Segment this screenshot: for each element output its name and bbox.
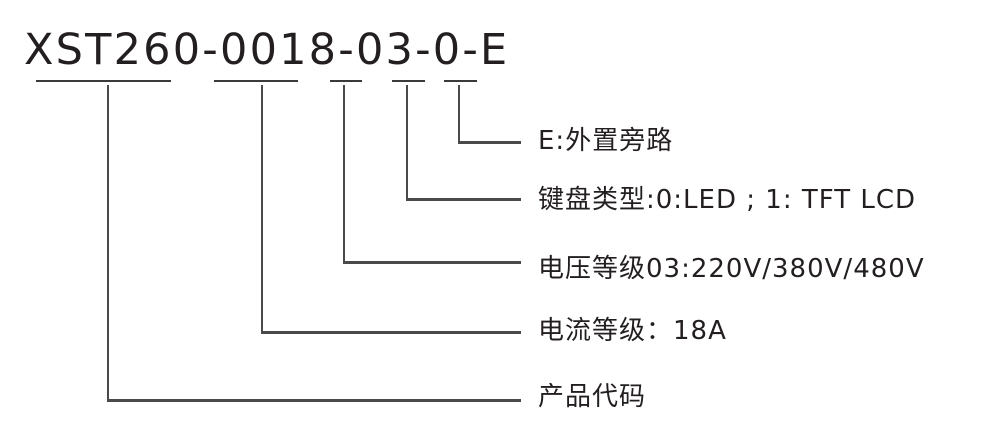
leader-horizontal-product-code bbox=[107, 399, 521, 402]
leader-vertical-bypass bbox=[458, 85, 460, 144]
underline-keyboard-type bbox=[392, 80, 425, 82]
leader-horizontal-voltage-rating bbox=[343, 261, 521, 264]
underline-bypass bbox=[444, 80, 477, 82]
label-bypass: E:外置旁路 bbox=[538, 126, 674, 156]
leader-horizontal-keyboard-type bbox=[406, 198, 521, 201]
leader-vertical-current-rating bbox=[261, 85, 263, 334]
leader-horizontal-current-rating bbox=[261, 331, 521, 334]
leader-horizontal-bypass bbox=[458, 141, 521, 144]
underline-product-code bbox=[36, 80, 171, 82]
leader-vertical-keyboard-type bbox=[406, 85, 408, 201]
model-code-title: XST260-0018-03-0-E bbox=[24, 25, 510, 75]
label-keyboard-type: 键盘类型:0:LED ; 1: TFT LCD bbox=[538, 185, 917, 215]
label-product-code: 产品代码 bbox=[538, 382, 647, 412]
leader-vertical-product-code bbox=[107, 85, 109, 402]
leader-vertical-voltage-rating bbox=[343, 85, 345, 264]
underline-voltage-rating bbox=[330, 80, 362, 82]
label-voltage-rating: 电压等级03:220V/380V/480V bbox=[538, 254, 925, 284]
underline-current-rating bbox=[214, 80, 298, 82]
label-current-rating: 电流等级：18A bbox=[538, 316, 727, 346]
